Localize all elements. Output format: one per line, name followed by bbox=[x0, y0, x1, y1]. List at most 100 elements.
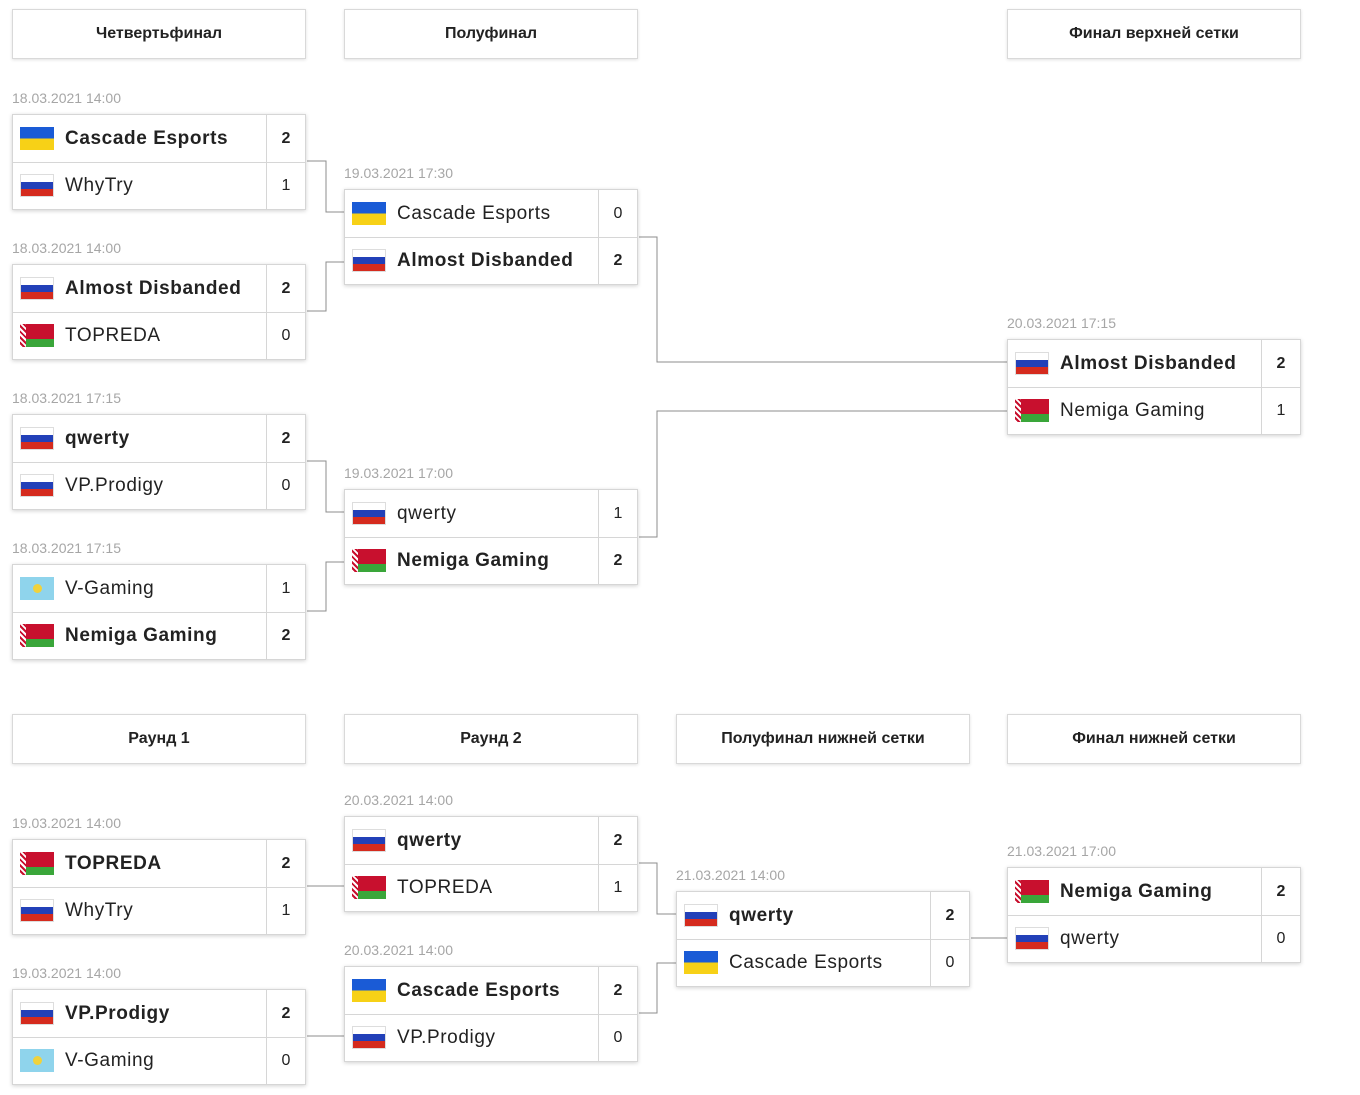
team-row[interactable]: qwerty 2 bbox=[345, 817, 637, 865]
team-name[interactable]: WhyTry bbox=[65, 174, 134, 196]
team-row[interactable]: TOPREDA 2 bbox=[13, 840, 305, 888]
flag-ru-icon bbox=[20, 474, 54, 497]
team-row[interactable]: VP.Prodigy 0 bbox=[13, 462, 305, 509]
team-name[interactable]: qwerty bbox=[397, 502, 457, 524]
team-row[interactable]: Cascade Esports 0 bbox=[677, 939, 969, 986]
team-score: 2 bbox=[598, 817, 637, 864]
match-date: 18.03.2021 17:15 bbox=[12, 540, 121, 556]
team-name[interactable]: qwerty bbox=[65, 427, 130, 449]
team-name[interactable]: qwerty bbox=[729, 904, 794, 926]
team-name[interactable]: Cascade Esports bbox=[397, 979, 561, 1001]
flag-ua-icon bbox=[684, 951, 718, 974]
team-row[interactable]: TOPREDA 1 bbox=[345, 864, 637, 911]
header-quarterfinal: Четвертьфинал bbox=[12, 9, 306, 59]
header-round-1: Раунд 1 bbox=[12, 714, 306, 764]
team-score: 1 bbox=[266, 162, 305, 209]
team-score: 2 bbox=[598, 967, 637, 1014]
match-date: 19.03.2021 17:30 bbox=[344, 165, 453, 181]
team-name[interactable]: Nemiga Gaming bbox=[65, 624, 218, 646]
team-score: 2 bbox=[1261, 340, 1300, 387]
team-name[interactable]: V-Gaming bbox=[65, 1049, 155, 1071]
team-row[interactable]: Cascade Esports 2 bbox=[345, 967, 637, 1015]
match-date: 21.03.2021 14:00 bbox=[676, 867, 785, 883]
flag-by-icon bbox=[352, 549, 386, 572]
team-row[interactable]: WhyTry 1 bbox=[13, 162, 305, 209]
flag-by-icon bbox=[20, 852, 54, 875]
match-date: 19.03.2021 17:00 bbox=[344, 465, 453, 481]
header-lower-semifinal: Полуфинал нижней сетки bbox=[676, 714, 970, 764]
team-name[interactable]: VP.Prodigy bbox=[65, 1002, 170, 1024]
team-score: 2 bbox=[598, 537, 637, 584]
flag-by-icon bbox=[1015, 399, 1049, 422]
flag-ru-icon bbox=[352, 829, 386, 852]
team-name[interactable]: Almost Disbanded bbox=[397, 249, 574, 271]
team-name[interactable]: V-Gaming bbox=[65, 577, 155, 599]
flag-ru-icon bbox=[1015, 927, 1049, 950]
flag-ru-icon bbox=[20, 1002, 54, 1025]
flag-ru-icon bbox=[1015, 352, 1049, 375]
flag-ru-icon bbox=[352, 502, 386, 525]
team-name[interactable]: Almost Disbanded bbox=[1060, 352, 1237, 374]
team-score: 1 bbox=[598, 864, 637, 911]
team-score: 1 bbox=[1261, 387, 1300, 434]
match-date: 19.03.2021 14:00 bbox=[12, 965, 121, 981]
team-row[interactable]: Almost Disbanded 2 bbox=[1008, 340, 1300, 388]
team-name[interactable]: qwerty bbox=[397, 829, 462, 851]
team-row[interactable]: Nemiga Gaming 1 bbox=[1008, 387, 1300, 434]
team-name[interactable]: Cascade Esports bbox=[397, 202, 551, 224]
team-name[interactable]: Cascade Esports bbox=[65, 127, 229, 149]
team-row[interactable]: Nemiga Gaming 2 bbox=[345, 537, 637, 584]
team-score: 0 bbox=[266, 462, 305, 509]
team-score: 2 bbox=[266, 840, 305, 887]
team-name[interactable]: VP.Prodigy bbox=[65, 474, 164, 496]
team-name[interactable]: Almost Disbanded bbox=[65, 277, 242, 299]
match-date: 18.03.2021 14:00 bbox=[12, 240, 121, 256]
flag-ua-icon bbox=[352, 202, 386, 225]
team-row[interactable]: VP.Prodigy 0 bbox=[345, 1014, 637, 1061]
team-name[interactable]: Nemiga Gaming bbox=[397, 549, 550, 571]
team-name[interactable]: WhyTry bbox=[65, 899, 134, 921]
match-date: 20.03.2021 14:00 bbox=[344, 792, 453, 808]
team-name[interactable]: TOPREDA bbox=[65, 852, 162, 874]
team-row[interactable]: TOPREDA 0 bbox=[13, 312, 305, 359]
team-row[interactable]: Almost Disbanded 2 bbox=[345, 237, 637, 284]
team-name[interactable]: qwerty bbox=[1060, 927, 1120, 949]
team-name[interactable]: Nemiga Gaming bbox=[1060, 880, 1213, 902]
team-name[interactable]: VP.Prodigy bbox=[397, 1026, 496, 1048]
team-score: 0 bbox=[930, 939, 969, 986]
team-name[interactable]: TOPREDA bbox=[397, 876, 493, 898]
team-name[interactable]: Nemiga Gaming bbox=[1060, 399, 1206, 421]
team-score: 2 bbox=[598, 237, 637, 284]
team-score: 0 bbox=[266, 312, 305, 359]
team-name[interactable]: Cascade Esports bbox=[729, 951, 883, 973]
team-name[interactable]: TOPREDA bbox=[65, 324, 161, 346]
team-score: 0 bbox=[598, 1014, 637, 1061]
